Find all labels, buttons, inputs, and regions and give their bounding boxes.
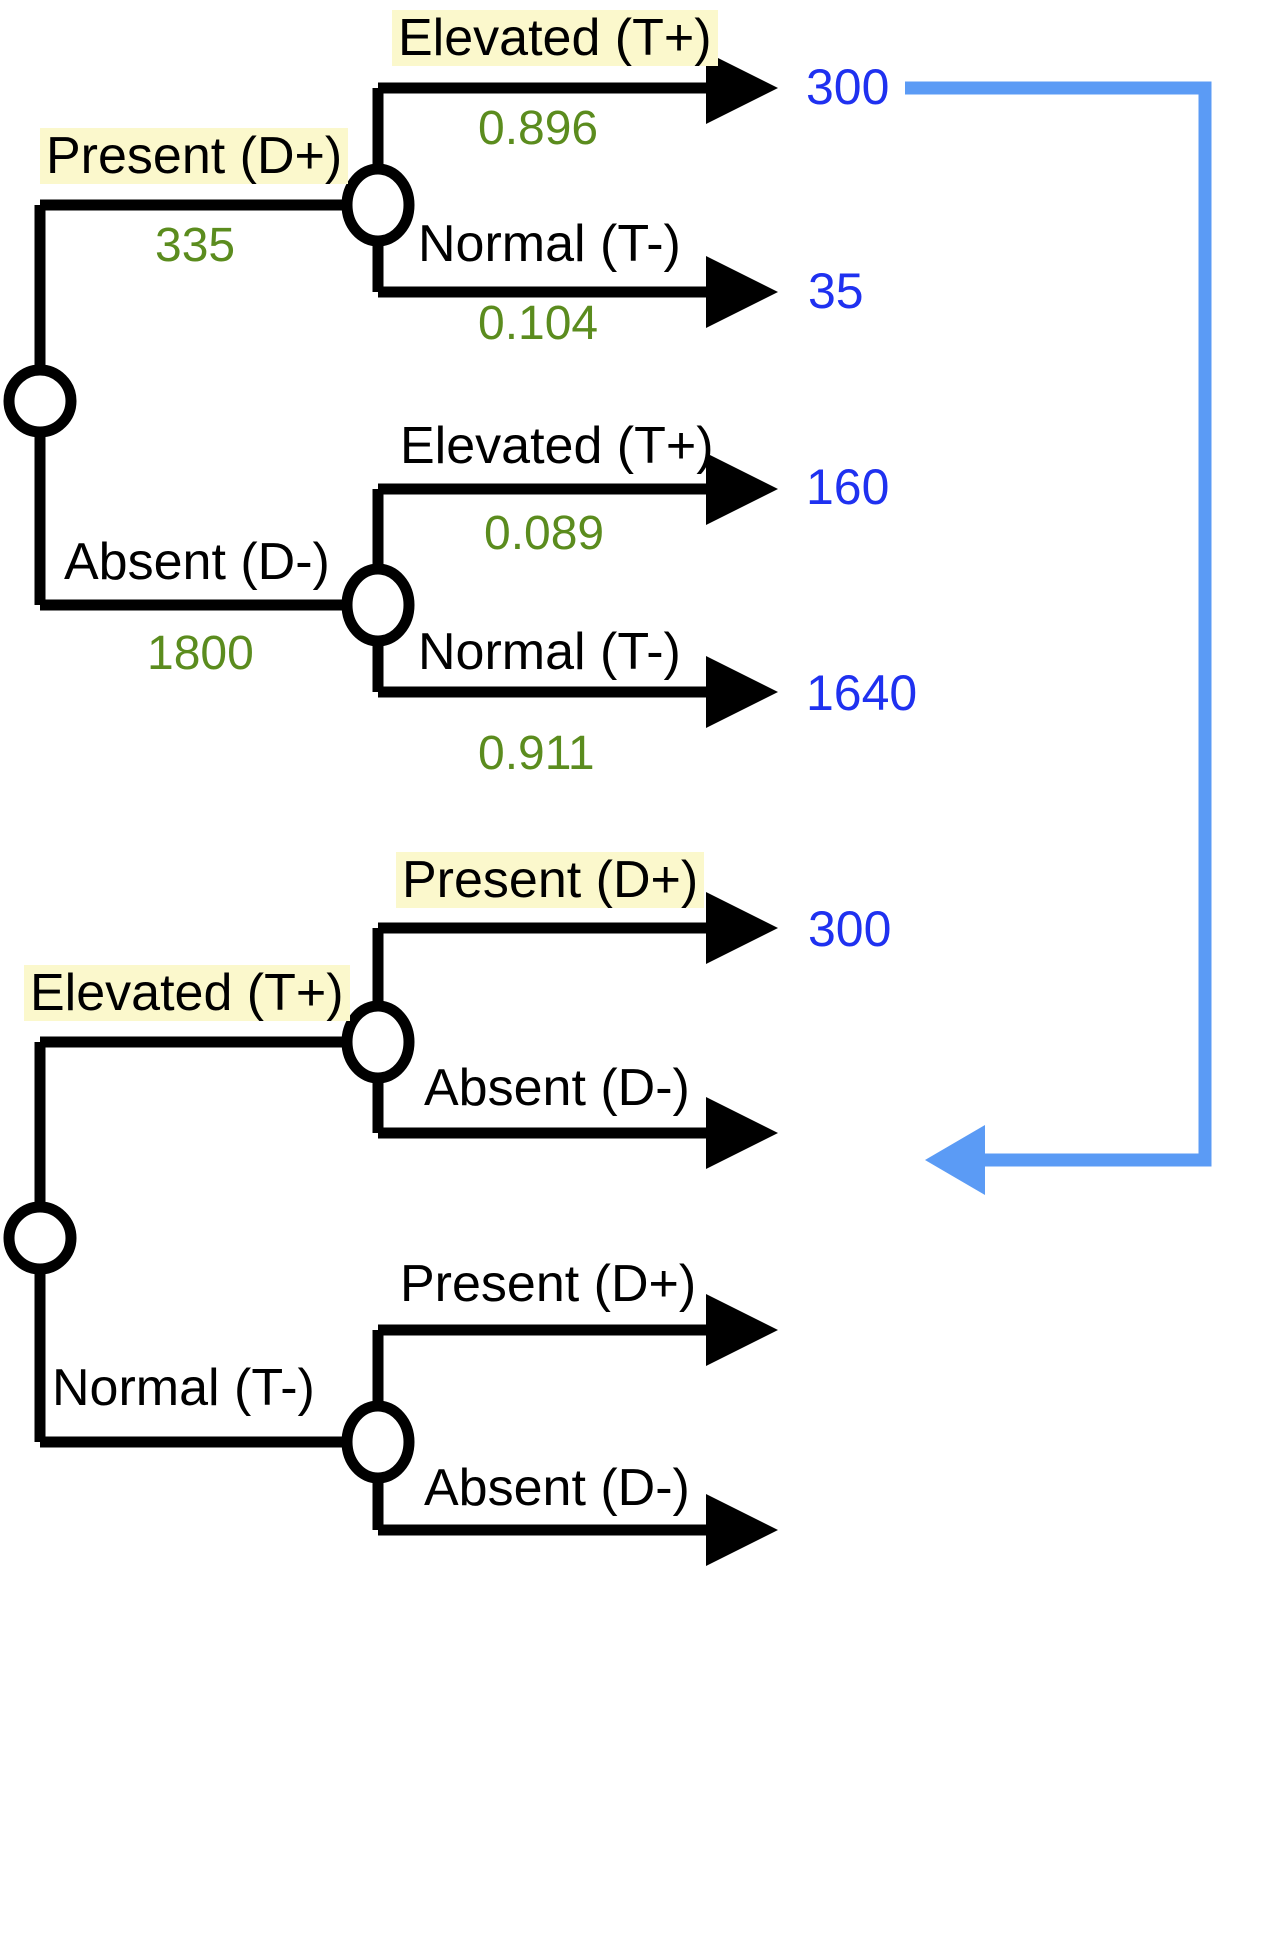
- payoff-t1-normal-present: 35: [808, 263, 864, 319]
- payoff-t1-normal-absent: 1640: [806, 665, 918, 721]
- terminal-arrow-t2-absent1: [706, 1097, 778, 1169]
- chance-node-root-1[interactable]: [3, 364, 77, 438]
- leaf-label-normal-t-minus-1: Normal (T-): [418, 215, 681, 273]
- chance-node-present[interactable]: [341, 163, 415, 247]
- connector-arrowhead-icon: [925, 1125, 985, 1195]
- leaf-label-absent-d-minus-1: Absent (D-): [424, 1059, 690, 1117]
- leaf-label-absent-d-minus-2: Absent (D-): [424, 1459, 690, 1517]
- terminal-arrow-t2-present2: [706, 1294, 778, 1366]
- terminal-arrow-t1-300: [706, 52, 778, 124]
- chance-node-elevated[interactable]: [341, 1000, 415, 1084]
- leaf-label-elevated-t-plus-1: Elevated (T+): [392, 10, 718, 66]
- branch-value-present: 335: [155, 219, 236, 272]
- chance-node-absent[interactable]: [341, 563, 415, 647]
- payoff-t1-elevated-present: 300: [806, 59, 890, 115]
- prob-elevated-given-absent: 0.089: [484, 507, 605, 560]
- branch-label-normal-t-minus: Normal (T-): [52, 1359, 315, 1417]
- branch-label-present-d-plus: Present (D+): [40, 128, 349, 184]
- terminal-arrow-t1-1640: [706, 656, 778, 728]
- terminal-arrow-t1-160: [706, 453, 778, 525]
- branch-label-absent-d-minus: Absent (D-): [64, 533, 330, 591]
- connector-path: [905, 81, 1212, 1167]
- terminal-arrow-t2-300: [706, 892, 778, 964]
- payoff-connector: [905, 81, 1212, 1195]
- leaf-label-normal-t-minus-2: Normal (T-): [418, 623, 681, 681]
- chance-node-root-2[interactable]: [3, 1201, 77, 1275]
- branch-label-elevated-t-plus: Elevated (T+): [24, 965, 350, 1021]
- leaf-label-present-d-plus-2: Present (D+): [400, 1255, 697, 1313]
- leaf-label-elevated-t-plus-2: Elevated (T+): [400, 417, 714, 475]
- branch-value-absent: 1800: [147, 627, 254, 680]
- payoff-t1-elevated-absent: 160: [806, 459, 890, 515]
- prob-normal-given-absent: 0.911: [478, 727, 595, 780]
- prob-elevated-given-present: 0.896: [478, 102, 599, 155]
- prob-normal-given-present: 0.104: [478, 297, 599, 350]
- leaf-label-present-d-plus-1: Present (D+): [396, 852, 705, 908]
- chance-node-normal[interactable]: [341, 1400, 415, 1484]
- terminal-arrow-t2-absent2: [706, 1494, 778, 1566]
- terminal-arrow-t1-35: [706, 256, 778, 328]
- payoff-t2-present-elevated: 300: [808, 901, 892, 957]
